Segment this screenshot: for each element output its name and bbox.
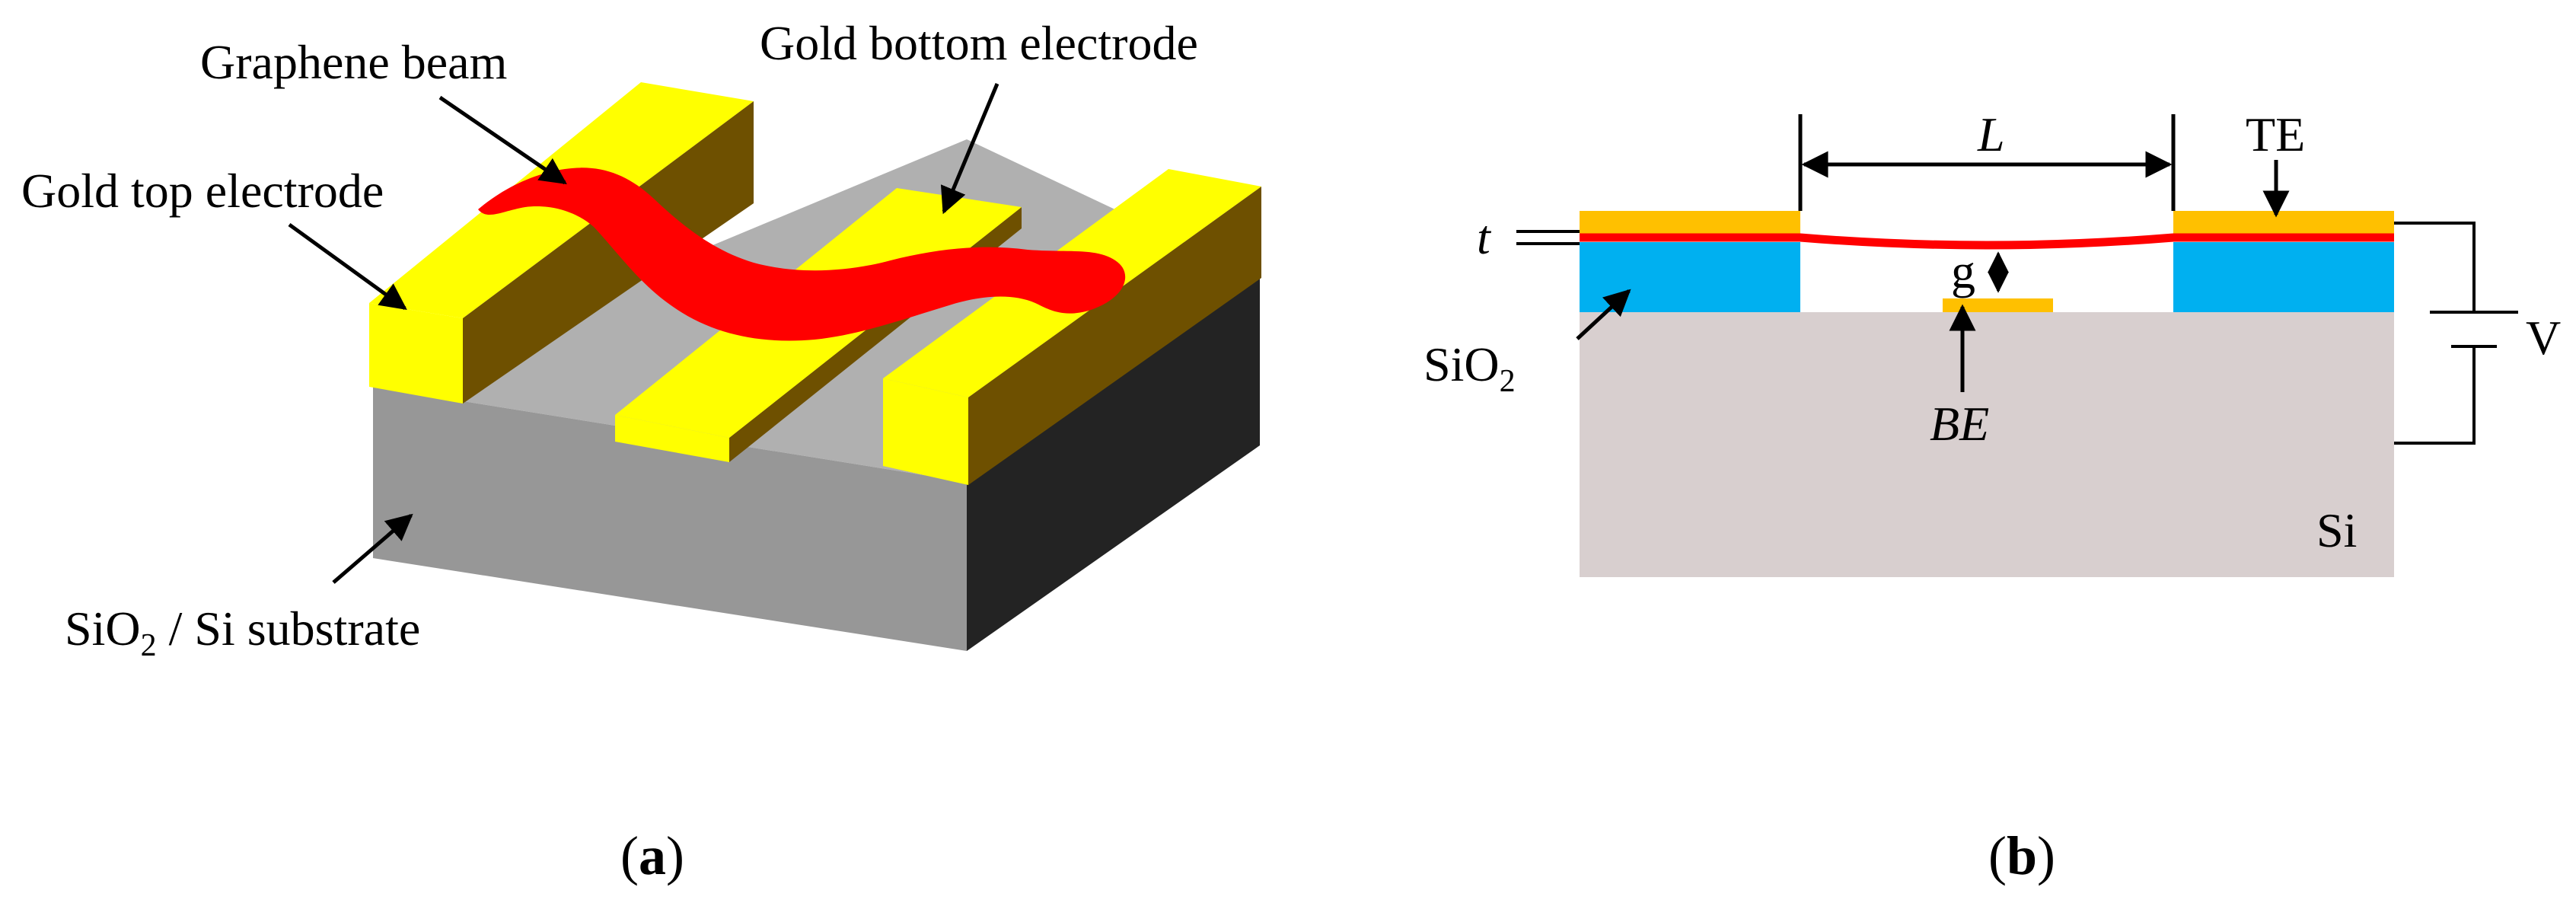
left-electrode-front: [369, 303, 463, 404]
sio2-label-sub: 2: [1500, 364, 1516, 399]
top-electrode-right: [2173, 211, 2394, 235]
panel-a-caption-letter: a: [639, 825, 666, 886]
substrate-front-face: [373, 387, 967, 651]
substrate-arrow: [332, 513, 413, 584]
graphene-layer: [1580, 233, 2394, 250]
bottom-electrode-label: BE: [1930, 397, 1989, 451]
voltage-label: V: [2526, 311, 2561, 365]
substrate-label-sub: 2: [141, 628, 157, 663]
graphene-beam-arrow: [438, 95, 567, 185]
substrate-side-face: [967, 278, 1260, 651]
panel-b-caption-open: (: [1988, 825, 2007, 886]
voltage-circuit: [2394, 222, 2518, 445]
sio2-label: SiO2: [1423, 337, 1516, 399]
gold-bottom-electrode-arrow: [940, 83, 999, 215]
silicon-substrate: [1580, 312, 2394, 577]
gold-top-electrode-label: Gold top electrode: [21, 164, 384, 218]
circuit-wire-top: [2394, 222, 2476, 312]
panel-a-caption-open: (: [620, 825, 639, 886]
panel-a: Graphene beam Gold bottom electrode Gold…: [21, 16, 1261, 886]
bottom-electrode-front: [615, 415, 729, 462]
substrate-label-sio: SiO: [65, 601, 141, 656]
length-label: L: [1977, 107, 2005, 161]
panel-a-caption-close: ): [666, 825, 684, 886]
sio2-label-main: SiO: [1423, 337, 1500, 391]
graphene-beam-label: Graphene beam: [200, 35, 507, 89]
gold-bottom-electrode-label: Gold bottom electrode: [760, 16, 1198, 70]
sio2-left: [1580, 242, 1800, 312]
substrate-label: SiO2 / Si substrate: [65, 601, 420, 663]
sio2-arrow: [1576, 289, 1631, 340]
left-electrode-side: [463, 101, 754, 404]
top-electrode-label: TE: [2246, 107, 2305, 161]
gap-label: g: [1951, 244, 1975, 298]
panel-a-caption: (a): [620, 825, 684, 886]
panel-b-caption-letter: b: [2007, 825, 2037, 886]
panel-b: L TE t g BE SiO2 Si V (b): [1423, 107, 2561, 886]
top-electrode-left: [1580, 211, 1800, 235]
graphene-beam: [478, 168, 1126, 341]
right-electrode-front: [883, 378, 968, 485]
panel-b-caption: (b): [1988, 825, 2055, 886]
substrate-label-rest: / Si substrate: [157, 601, 421, 656]
thickness-label: t: [1477, 210, 1492, 264]
circuit-wire-bottom: [2394, 346, 2476, 445]
sio2-right: [2173, 242, 2394, 312]
gold-top-electrode-arrow: [288, 222, 407, 311]
bottom-electrode: [1943, 298, 2053, 312]
panel-b-caption-close: ): [2037, 825, 2055, 886]
silicon-label: Si: [2316, 503, 2357, 557]
right-electrode-side: [968, 187, 1261, 485]
